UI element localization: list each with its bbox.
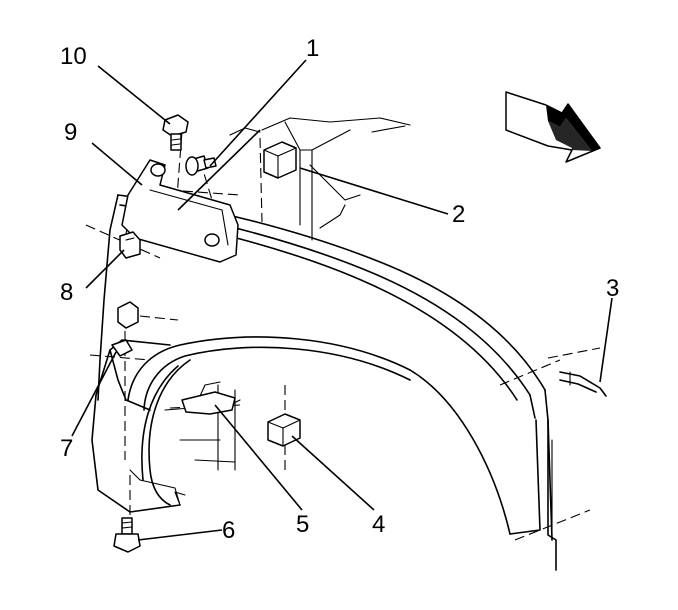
leader-lines [71,59,613,541]
callout-7: 7 [60,435,73,462]
part-5-bracket [181,381,236,415]
part-2-insulator [263,141,297,179]
callout-8: 8 [60,279,73,306]
leader-1-a [209,59,307,167]
part-7-retainers [111,301,139,357]
leader-10 [97,65,171,125]
leader-2 [299,167,449,215]
callout-10: 10 [60,43,87,70]
callout-4: 4 [372,511,385,538]
part-6-bolt [113,517,141,553]
leader-9 [91,142,143,186]
leader-8 [85,249,125,289]
callout-2: 2 [452,201,465,228]
leader-5 [214,404,303,511]
callout-3: 3 [606,275,619,302]
leader-3 [599,297,613,383]
leader-7 [71,351,117,437]
callout-9: 9 [64,119,77,146]
leader-6 [137,529,223,541]
part-1-bolt [185,155,217,176]
front-direction-arrow-icon [505,91,601,163]
part-3-bracket [559,371,607,397]
callout-5: 5 [296,511,309,538]
callout-6: 6 [222,517,235,544]
part-10-bolt [162,114,189,151]
body-structure-background [229,117,411,241]
part-4-insulator [267,413,301,447]
part-8-clip [119,231,141,259]
leader-4 [291,435,375,511]
callout-1: 1 [306,35,319,62]
leader-1-b [177,129,261,211]
callout-labels: 10 1 9 2 3 8 7 5 4 6 [60,35,619,544]
